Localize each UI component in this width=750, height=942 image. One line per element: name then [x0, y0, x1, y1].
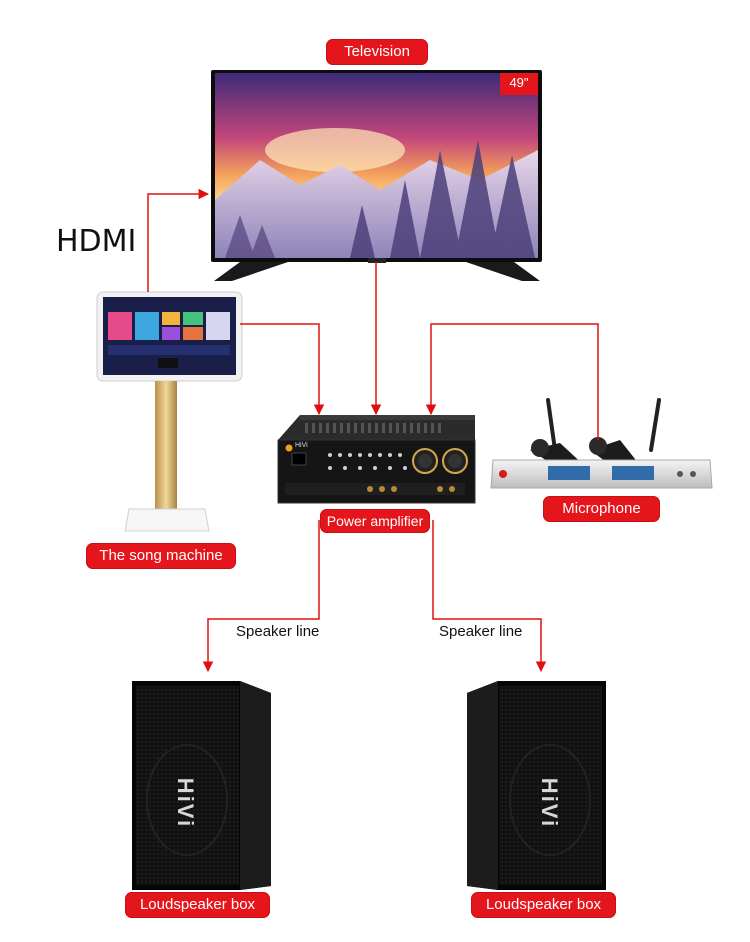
speaker-brand-right: HiVi — [537, 777, 563, 829]
label-loudspeaker-left: Loudspeaker box — [125, 892, 270, 918]
television-image — [211, 70, 542, 281]
label-song-machine: The song machine — [86, 543, 236, 569]
label-hdmi: HDMI — [56, 224, 137, 259]
hdmi-connector — [147, 188, 210, 292]
loudspeaker-left-image — [132, 681, 271, 890]
amp-brand-label: HiVi — [295, 442, 308, 449]
label-television: Television — [326, 39, 428, 65]
microphone-receiver-image — [490, 398, 713, 489]
label-speaker-line-left: Speaker line — [236, 623, 320, 640]
label-microphone: Microphone — [543, 496, 660, 522]
connector-lines — [147, 188, 599, 673]
label-loudspeaker-right: Loudspeaker box — [471, 892, 616, 918]
song-machine-to-amp-connector — [240, 323, 325, 416]
amp-to-right-speaker-connector — [432, 520, 547, 673]
label-power-amplifier: Power amplifier — [320, 509, 430, 533]
loudspeaker-right-image — [467, 681, 606, 890]
power-amplifier-image — [277, 415, 476, 504]
speaker-brand-left: HiVi — [173, 777, 199, 829]
amp-to-left-speaker-connector — [202, 520, 320, 673]
tv-size-label: 49" — [509, 75, 529, 90]
label-speaker-line-right: Speaker line — [439, 623, 523, 640]
song-machine-image — [96, 291, 243, 532]
mic-to-amp-connector — [425, 323, 599, 440]
